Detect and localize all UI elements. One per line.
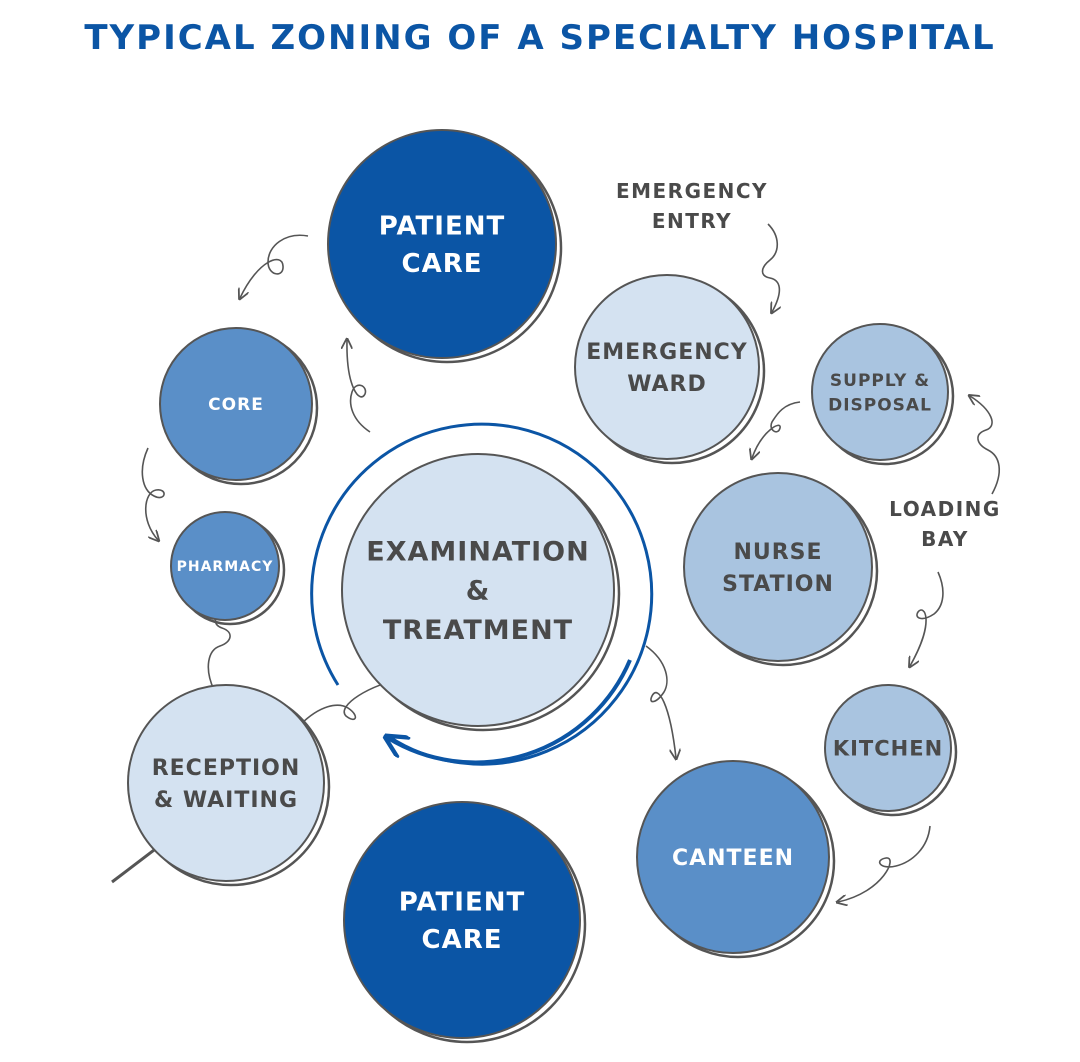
label-emergency-entry: EMERGENCY bbox=[616, 179, 768, 203]
arrow-core-to-pharmacy bbox=[141, 447, 165, 540]
zone-label-line: CARE bbox=[402, 249, 483, 279]
arrow-entry-to-emergency bbox=[761, 223, 780, 312]
zone-label-line: & WAITING bbox=[154, 788, 298, 813]
zone-circle bbox=[127, 684, 325, 882]
zone-label-line: SUPPLY & bbox=[830, 371, 930, 391]
arrow-loading-to-kitchen bbox=[910, 571, 944, 666]
zone-label-line: PHARMACY bbox=[177, 559, 274, 575]
zone-circle bbox=[824, 684, 952, 812]
zone-patient-care-bottom: PATIENT CARE bbox=[343, 801, 587, 1044]
zone-canteen: CANTEEN bbox=[636, 760, 836, 959]
zone-circle bbox=[343, 801, 581, 1039]
zone-patient-care-top: PATIENT CARE bbox=[327, 129, 563, 364]
arrow-patient-care-to-core bbox=[240, 234, 309, 298]
zone-label-line: CORE bbox=[208, 395, 264, 415]
zone-circle bbox=[683, 472, 873, 662]
zone-circle bbox=[341, 453, 615, 727]
zone-kitchen: KITCHEN bbox=[824, 684, 958, 817]
zone-nurse-station: NURSE STATION bbox=[683, 472, 879, 667]
zone-circle bbox=[574, 274, 760, 460]
zone-pharmacy: PHARMACY bbox=[170, 511, 286, 626]
zone-label-line: TREATMENT bbox=[383, 615, 573, 646]
zone-label-line: CANTEEN bbox=[672, 846, 794, 871]
zone-circle bbox=[636, 760, 830, 954]
zone-supply-disposal: SUPPLY & DISPOSAL bbox=[811, 323, 955, 466]
zone-label-line: & bbox=[466, 576, 491, 607]
zone-label-line: STATION bbox=[722, 572, 834, 597]
arrow-supply-to-nurse bbox=[752, 401, 801, 458]
zone-label-line: WARD bbox=[627, 372, 707, 397]
label-loading-bay: LOADING bbox=[889, 497, 1001, 521]
zone-core: CORE bbox=[159, 327, 319, 486]
zone-label-line: CARE bbox=[422, 925, 503, 955]
zone-emergency-ward: EMERGENCY WARD bbox=[574, 274, 766, 465]
outer-ring-arrow bbox=[388, 659, 632, 765]
zone-label-line: EXAMINATION bbox=[366, 537, 589, 568]
outer-ring-arc bbox=[310, 422, 654, 766]
label-emergency-entry: ENTRY bbox=[652, 209, 732, 233]
zone-label-line: RECEPTION bbox=[152, 756, 301, 781]
label-loading-bay: BAY bbox=[921, 527, 969, 551]
arrow-reception-to-exam bbox=[299, 678, 406, 726]
zone-examination: EXAMINATION & TREATMENT bbox=[341, 453, 621, 732]
zone-circle bbox=[170, 511, 280, 621]
zone-circle bbox=[159, 327, 313, 481]
arrow-loading-to-supply bbox=[970, 396, 1000, 495]
zone-circle bbox=[811, 323, 949, 461]
zone-reception: RECEPTION & WAITING bbox=[127, 684, 331, 887]
zone-label-line: PATIENT bbox=[379, 212, 505, 242]
zone-circle bbox=[327, 129, 557, 359]
zone-label-line: PATIENT bbox=[399, 888, 525, 918]
diagram-title: TYPICAL ZONING OF A SPECIALTY HOSPITAL bbox=[84, 18, 996, 58]
zone-label-line: DISPOSAL bbox=[828, 395, 932, 415]
arrow-exam-to-canteen bbox=[645, 645, 676, 758]
zone-label-line: KITCHEN bbox=[833, 737, 943, 761]
arrow-exam-to-patient-care bbox=[347, 340, 371, 433]
zone-label-line: EMERGENCY bbox=[586, 340, 748, 365]
arrow-kitchen-to-canteen bbox=[838, 825, 931, 902]
zone-label-line: NURSE bbox=[733, 540, 822, 565]
